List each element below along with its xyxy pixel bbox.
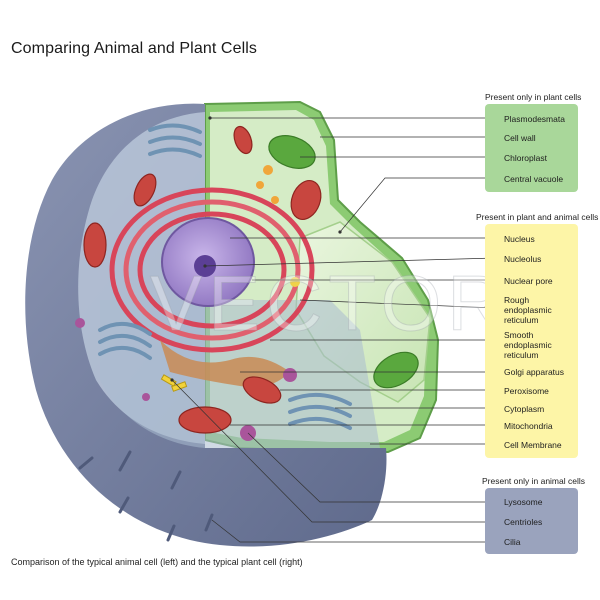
shared-box — [485, 224, 578, 458]
label-smooth-er: Smooth endoplasmic reticulum — [504, 330, 552, 360]
label-mitochondria: Mitochondria — [504, 421, 553, 431]
label-rough-er: Rough endoplasmic reticulum — [504, 295, 552, 325]
label-cell-wall: Cell wall — [504, 133, 536, 143]
label-cilia: Cilia — [504, 537, 521, 547]
label-plasmodesmata: Plasmodesmata — [504, 114, 565, 124]
heading-plant-only: Present only in plant cells — [485, 92, 582, 102]
label-centrioles: Centrioles — [504, 517, 543, 527]
heading-animal-only: Present only in animal cells — [482, 476, 585, 486]
leader-lines — [171, 117, 497, 543]
plant-only-box — [485, 104, 578, 192]
label-central-vacuole: Central vacuole — [504, 174, 564, 184]
label-nucleus: Nucleus — [504, 234, 535, 244]
cilia — [78, 450, 214, 542]
figure-caption: Comparison of the typical animal cell (l… — [11, 557, 303, 567]
animal-only-box — [485, 488, 578, 554]
rough-er — [109, 187, 315, 353]
page-title: Comparing Animal and Plant Cells — [11, 40, 257, 57]
centrioles — [160, 374, 188, 392]
golgi-apparatus — [98, 123, 352, 430]
label-chloroplast: Chloroplast — [504, 153, 547, 163]
label-cell-membrane: Cell Membrane — [504, 440, 562, 450]
label-nucleolus: Nucleolus — [504, 254, 542, 264]
label-lysosome: Lysosome — [504, 497, 543, 507]
vesicles — [75, 165, 300, 441]
label-cytoplasm: Cytoplasm — [504, 404, 545, 414]
chloroplasts — [268, 135, 419, 389]
leader-dots — [170, 116, 342, 382]
label-golgi: Golgi apparatus — [504, 367, 565, 377]
smooth-er — [160, 340, 290, 388]
heading-shared: Present in plant and animal cells — [476, 212, 599, 222]
label-nuclear-pore: Nuclear pore — [504, 276, 553, 286]
label-peroxisome: Peroxisome — [504, 386, 549, 396]
